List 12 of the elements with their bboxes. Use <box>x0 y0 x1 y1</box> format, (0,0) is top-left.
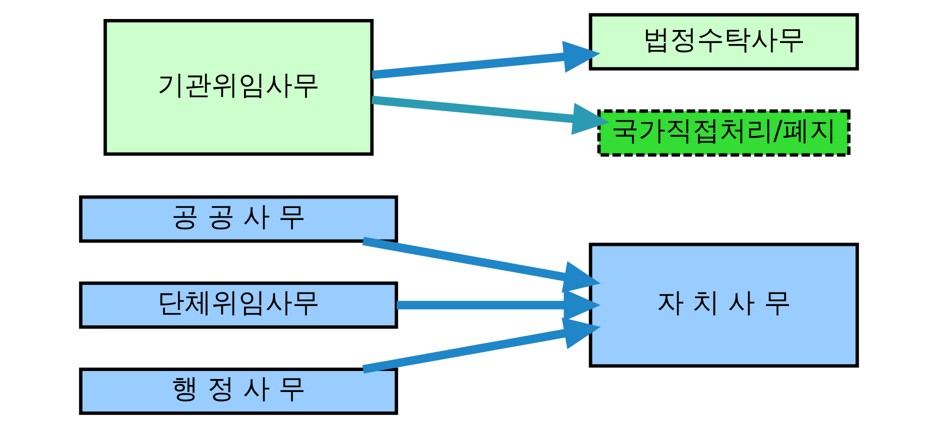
node-box: 국가직접처리/폐지 <box>596 109 850 157</box>
node-box: 행 정 사 무 <box>78 368 398 415</box>
node-box: 기관위임사무 <box>103 19 374 156</box>
arrow <box>362 236 600 293</box>
node-box: 공 공 사 무 <box>78 195 398 243</box>
node-box: 단체위임사무 <box>78 282 398 329</box>
arrow <box>371 40 600 80</box>
arrow <box>362 318 600 374</box>
node-box: 법정수탁사무 <box>588 13 858 71</box>
node-box: 자 치 사 무 <box>588 242 858 368</box>
arrow <box>371 96 609 135</box>
arrow <box>396 289 600 322</box>
